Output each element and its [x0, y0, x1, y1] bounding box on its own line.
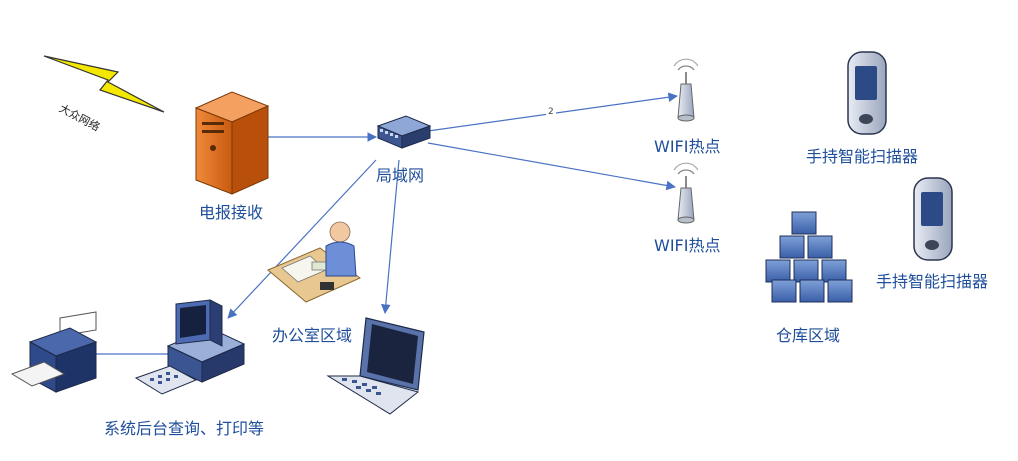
warehouse-boxes-icon — [765, 211, 853, 303]
office-worker-icon — [267, 221, 361, 303]
desktop-computer-icon — [134, 299, 246, 395]
edge-label-lan-wifi-1: 2 — [546, 107, 556, 117]
wifi-icon — [673, 58, 699, 122]
printer-icon — [10, 311, 98, 393]
edge-lan-wifi-2 — [427, 142, 676, 191]
server-label: 电报接收 — [199, 203, 264, 222]
handheld-scanner-icon — [847, 51, 887, 135]
scanner-label-1: 手持智能扫描器 — [806, 147, 919, 166]
backend-label: 系统后台查询、打印等 — [104, 419, 265, 438]
lan-label: 局域网 — [376, 166, 425, 185]
warehouse-label: 仓库区域 — [776, 326, 841, 345]
edge-lan-desktop — [227, 159, 377, 319]
office-label: 办公室区域 — [272, 326, 353, 345]
scanner-label-2: 手持智能扫描器 — [876, 272, 989, 291]
switch-icon — [376, 115, 432, 149]
edge-lan-laptop — [381, 159, 400, 314]
laptop-icon — [326, 317, 425, 415]
handheld-scanner-icon — [913, 177, 953, 261]
connection-lines — [96, 92, 678, 355]
server-icon — [194, 91, 270, 195]
wifi-icon — [673, 162, 699, 224]
lightning-icon — [43, 55, 165, 113]
wifi-label-1: WIFI热点 — [654, 137, 721, 156]
wifi-label-2: WIFI热点 — [654, 236, 721, 255]
